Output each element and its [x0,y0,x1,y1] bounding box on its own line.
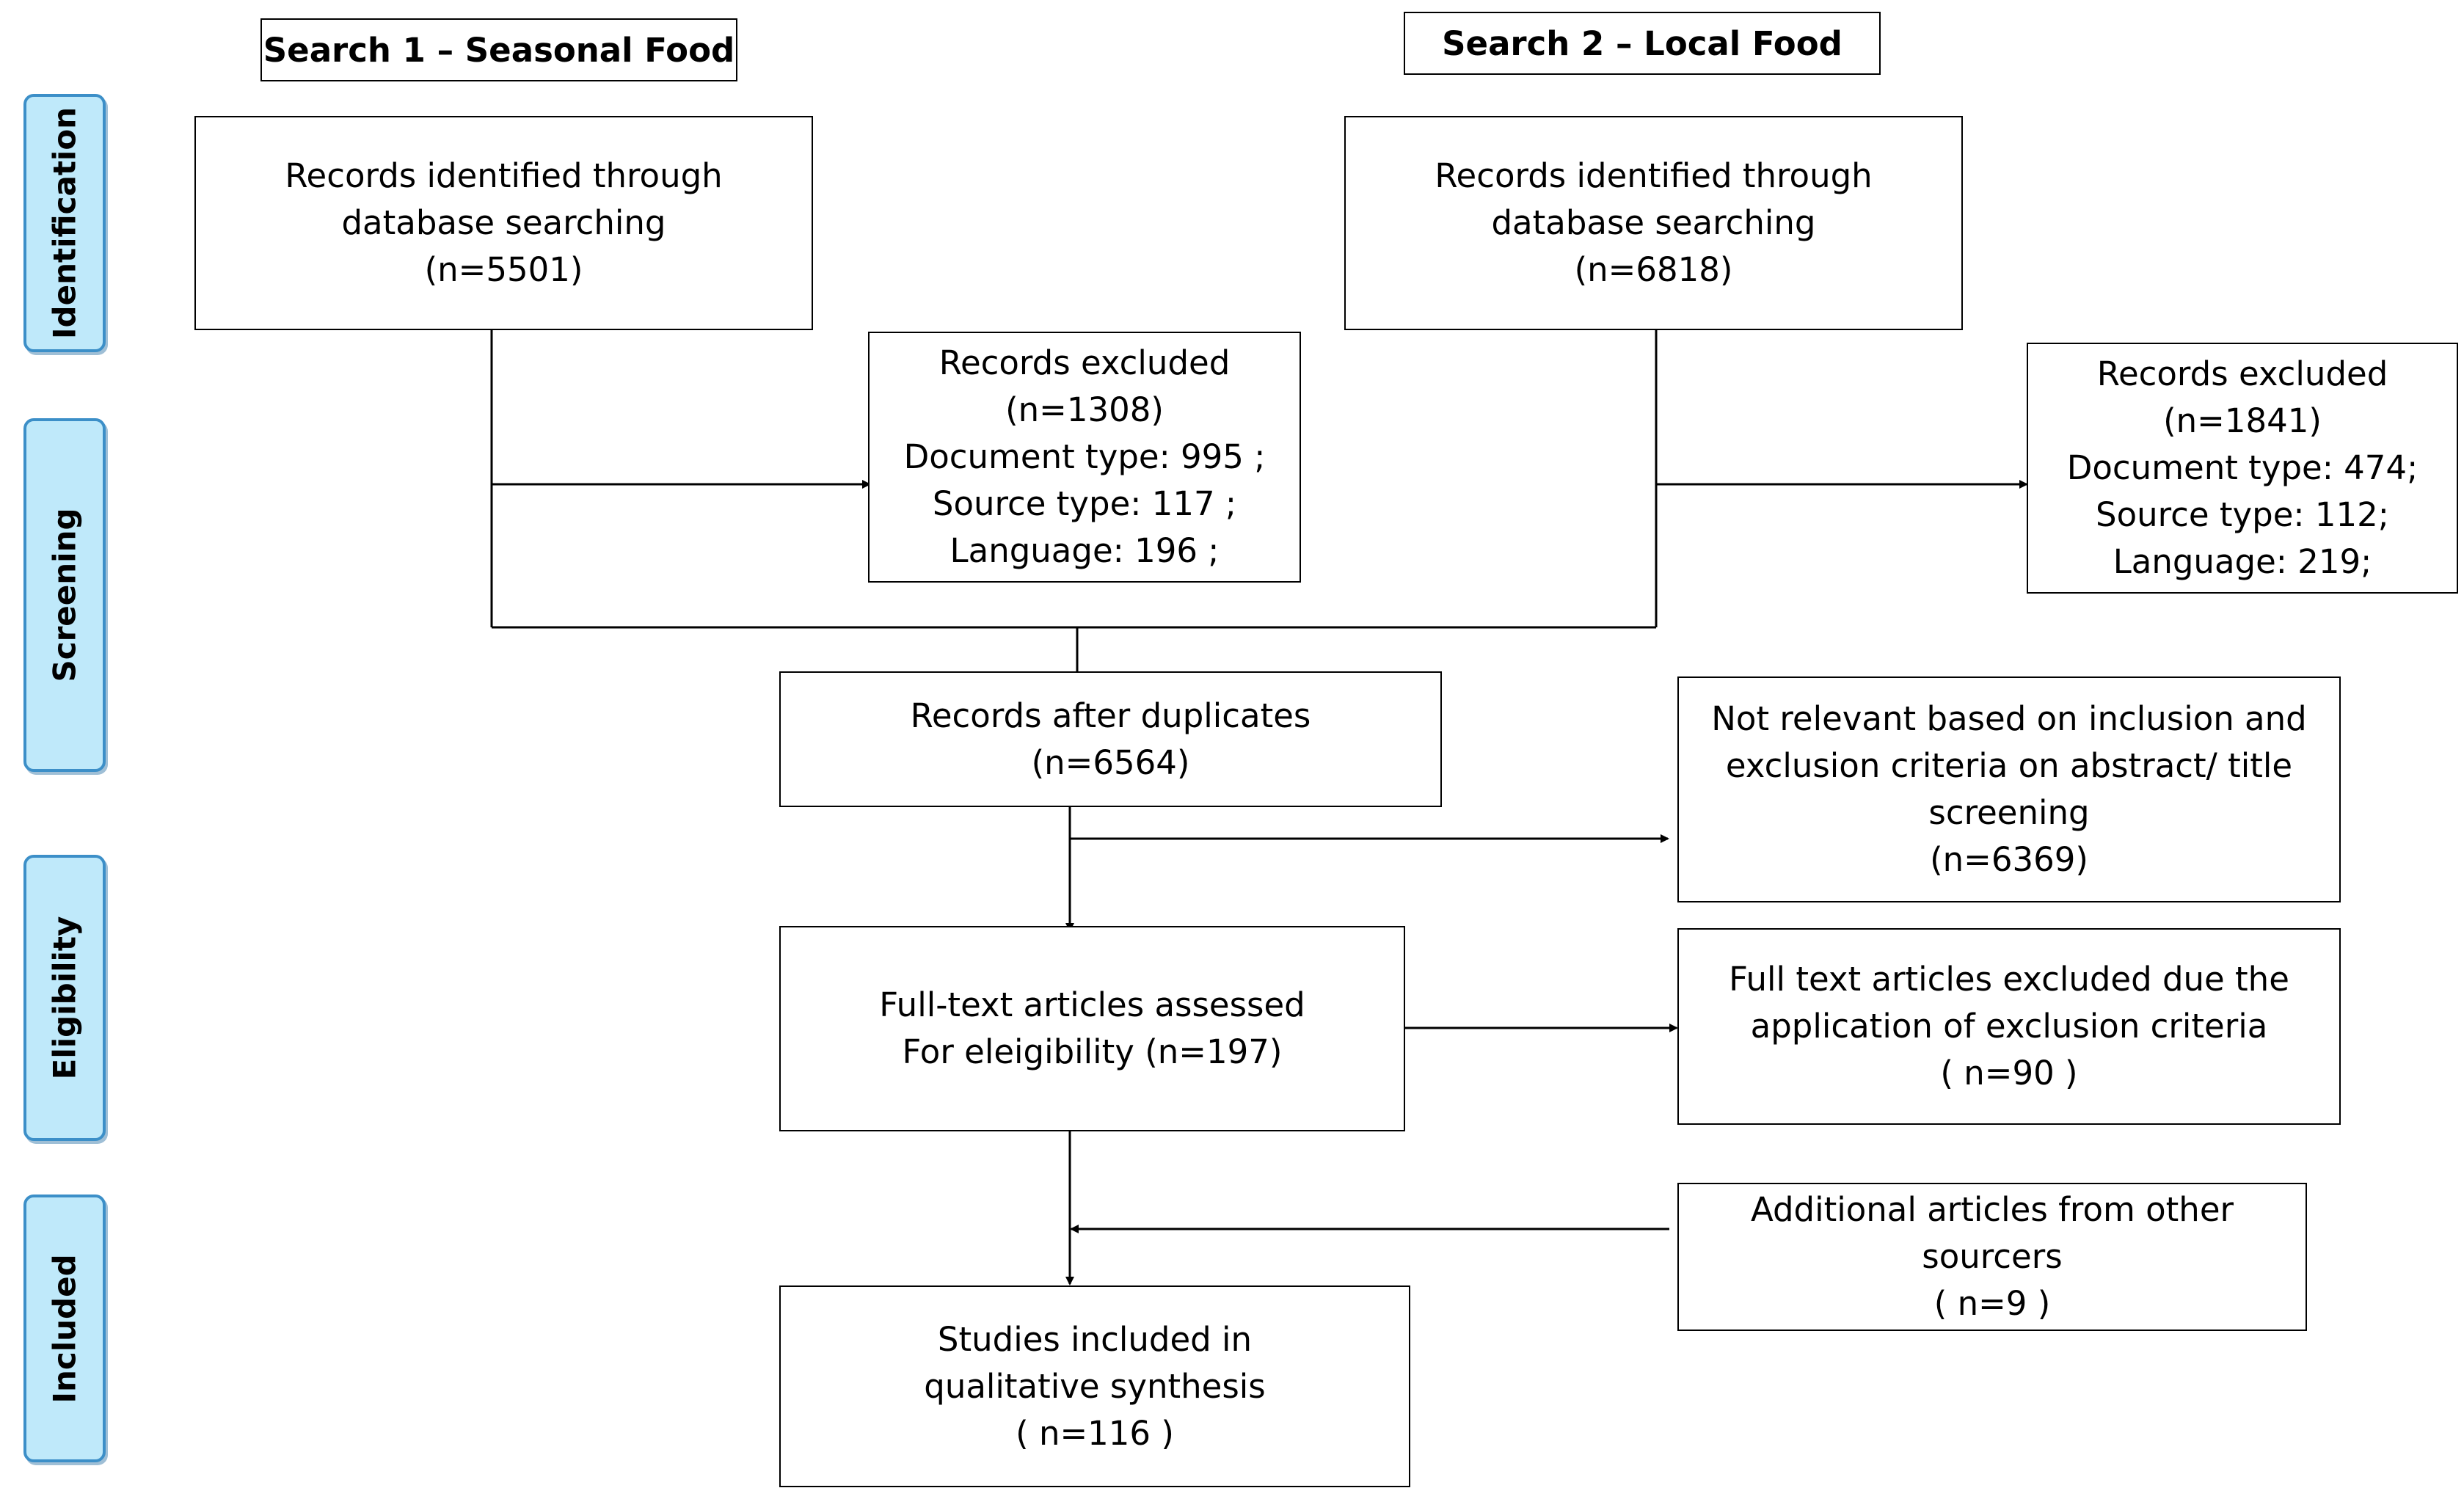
box-line: database searching [341,203,666,242]
box-line: screening [1928,793,2090,832]
full-text-assessed-box: Full-text articles assessed For eleigibi… [779,926,1405,1131]
additional-articles-box: Additional articles from other sourcers … [1677,1183,2307,1331]
box-line: Document type: 995 ; [903,437,1266,476]
box-line: Additional articles from other [1750,1190,2234,1229]
box-line: (n=1308) [1005,390,1164,429]
box-line: (n=6564) [1031,743,1190,782]
box-line: exclusion criteria on abstract/ title [1725,746,2293,785]
stage-identification: Identification [23,94,106,352]
box-line: Language: 196 ; [949,531,1220,570]
box-line: Records identified through [1435,156,1873,195]
records-excluded-search2: Records excluded (n=1841) Document type:… [2027,343,2458,594]
box-line: For eleigibility (n=197) [902,1032,1283,1071]
records-excluded-search1: Records excluded (n=1308) Document type:… [868,332,1301,583]
search2-header: Search 2 – Local Food [1404,12,1881,75]
stage-eligibility: Eligibility [23,855,106,1141]
box-line: (n=5501) [424,250,583,289]
search2-header-text: Search 2 – Local Food [1442,23,1842,63]
box-line: (n=1841) [2163,401,2322,440]
box-line: database searching [1491,203,1816,242]
records-identified-search1: Records identified through database sear… [194,116,813,330]
box-line: Studies included in [937,1319,1253,1359]
full-text-excluded-box: Full text articles excluded due the appl… [1677,928,2341,1125]
stage-screening: Screening [23,418,106,772]
search1-header: Search 1 – Seasonal Food [260,18,737,81]
box-line: sourcers [1922,1237,2063,1276]
box-line: Language: 219; [2113,542,2372,581]
stage-included: Included [23,1195,106,1462]
box-line: Document type: 474; [2066,448,2419,487]
box-line: Records excluded [938,343,1231,382]
box-line: (n=6818) [1574,250,1733,289]
box-line: Records identified through [285,156,723,195]
box-line: ( n=9 ) [1933,1284,2051,1323]
box-line: application of exclusion criteria [1750,1007,2268,1046]
records-after-duplicates: Records after duplicates (n=6564) [779,671,1442,807]
box-line: ( n=116 ) [1016,1413,1174,1453]
studies-included-box: Studies included in qualitative synthesi… [779,1285,1410,1487]
search1-header-text: Search 1 – Seasonal Food [263,30,735,70]
box-line: ( n=90 ) [1940,1054,2078,1093]
box-line: Full text articles excluded due the [1729,960,2289,999]
box-line: (n=6369) [1930,840,2088,879]
not-relevant-box: Not relevant based on inclusion and excl… [1677,676,2341,902]
box-line: Records excluded [2096,354,2388,393]
records-identified-search2: Records identified through database sear… [1344,116,1963,330]
box-line: Full-text articles assessed [879,985,1305,1024]
box-line: qualitative synthesis [924,1366,1266,1406]
box-line: Not relevant based on inclusion and [1711,699,2307,738]
box-line: Source type: 117 ; [932,484,1237,523]
box-line: Source type: 112; [2096,495,2389,534]
box-line: Records after duplicates [910,696,1311,735]
